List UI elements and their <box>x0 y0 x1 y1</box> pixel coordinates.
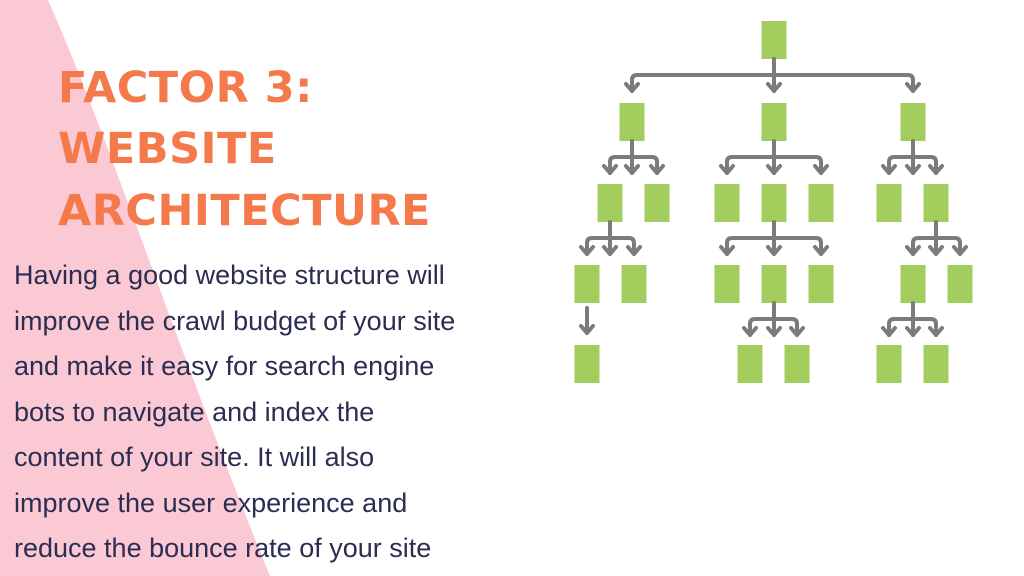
arrow-head-icon <box>881 164 897 175</box>
arrow-head-icon <box>813 164 829 175</box>
connector-branch <box>608 155 659 175</box>
arrow-head-icon <box>905 82 921 93</box>
arrow-head-icon <box>719 164 735 175</box>
page-node <box>900 103 926 141</box>
title-line-website: WEBSITE <box>58 124 277 174</box>
page-node <box>784 345 810 383</box>
arrow-head-icon <box>766 164 782 175</box>
arrow-head-icon <box>905 326 921 337</box>
connector-branch <box>630 73 915 93</box>
page-node <box>761 21 787 59</box>
pink-diagonal-band <box>0 0 270 576</box>
page-node <box>947 265 973 303</box>
page-node <box>808 265 834 303</box>
body-line: bots to navigate and index the <box>14 396 375 427</box>
page-node <box>761 184 787 222</box>
page-node <box>714 184 740 222</box>
arrow-head-icon <box>649 164 665 175</box>
arrow-head-icon <box>813 245 829 256</box>
page-node <box>923 184 949 222</box>
body-line: reduce the bounce rate of your site <box>14 533 432 563</box>
body-paragraph: Having a good website structure will imp… <box>14 253 574 572</box>
page-node <box>621 265 647 303</box>
page-node <box>619 103 645 141</box>
page-node <box>876 345 902 383</box>
arrow-head-icon <box>905 164 921 175</box>
arrow-head-icon <box>579 245 595 256</box>
body-line: and make it easy for search engine <box>14 351 435 381</box>
arrow-head-icon <box>624 164 640 175</box>
title-line-architecture: ARCHITECTURE <box>58 186 431 236</box>
arrow-head-icon <box>579 324 595 335</box>
page-node <box>574 345 600 383</box>
arrow-head-icon <box>766 326 782 337</box>
page-node <box>900 265 926 303</box>
body-line: content of your site. It will also <box>14 442 375 472</box>
body-line: Having a good website structure will <box>14 260 445 290</box>
page-node <box>761 265 787 303</box>
connector-branch <box>887 155 938 175</box>
arrow-head-icon <box>766 245 782 256</box>
arrow-head-icon <box>952 245 968 256</box>
connector-branch <box>911 236 962 256</box>
arrow-head-icon <box>602 164 618 175</box>
arrow-head-icon <box>602 245 618 256</box>
page-node <box>644 184 670 222</box>
page-node <box>923 345 949 383</box>
arrow-head-icon <box>742 326 758 337</box>
arrow-head-icon <box>905 245 921 256</box>
connector-branch <box>725 155 823 175</box>
arrow-head-icon <box>881 326 897 337</box>
page-node <box>737 345 763 383</box>
connector-branch <box>585 236 636 256</box>
page-node <box>761 103 787 141</box>
page-node <box>597 184 623 222</box>
arrow-head-icon <box>719 245 735 256</box>
page-node <box>876 184 902 222</box>
body-line: improve the crawl budget of your site <box>14 305 456 336</box>
arrow-head-icon <box>928 245 944 256</box>
page-node <box>574 265 600 303</box>
title-line-factor: FACTOR 3: <box>58 63 313 113</box>
arrow-head-icon <box>789 326 805 337</box>
connector-branch <box>725 236 823 256</box>
arrow-head-icon <box>766 82 782 93</box>
body-line: improve the user experience and <box>14 487 408 518</box>
connector-branch <box>748 317 799 337</box>
arrow-head-icon <box>624 82 640 93</box>
connector-branch <box>887 317 938 337</box>
arrow-head-icon <box>626 245 642 256</box>
arrow-head-icon <box>928 326 944 337</box>
page-node <box>808 184 834 222</box>
page-node <box>714 265 740 303</box>
arrow-head-icon <box>928 164 944 175</box>
